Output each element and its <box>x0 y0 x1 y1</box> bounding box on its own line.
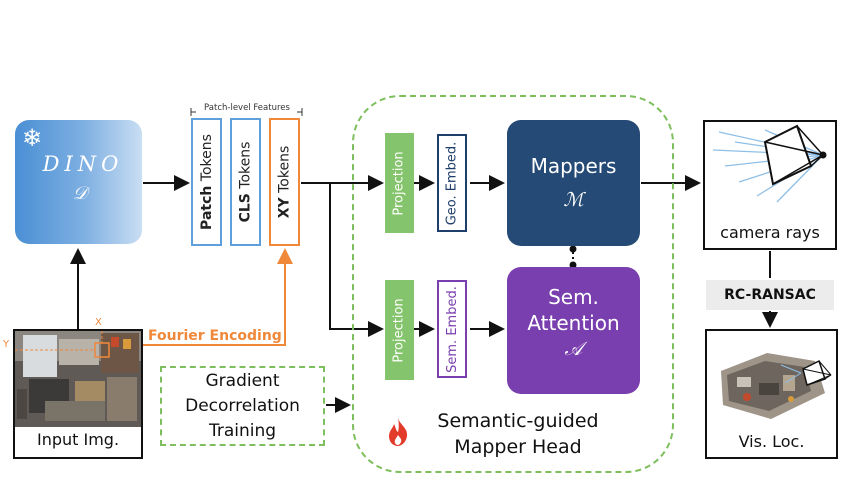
geo-embed-label: Geo. Embed. <box>444 141 460 225</box>
cls-tokens-rest: Tokens <box>237 141 254 194</box>
xy-tokens-bold: XY <box>276 197 293 219</box>
visual-localization-caption: Vis. Loc. <box>738 432 805 451</box>
dino-backbone-block <box>15 120 142 244</box>
patch-tokens-bold: Patch <box>198 185 215 230</box>
sem-embed-box: Sem. Embed. <box>437 280 467 378</box>
input-image <box>15 331 141 427</box>
dino-title: DINO <box>42 152 124 176</box>
mappers-label: Mappers <box>530 154 617 178</box>
fire-icon <box>386 417 410 451</box>
patch-level-features-label: Patch-level Features <box>204 103 290 113</box>
attention-symbol: 𝒜 <box>564 338 583 360</box>
camera-rays-caption: camera rays <box>720 223 820 242</box>
gdt-line1: Gradient <box>205 370 280 391</box>
patch-tokens-box: Patch Tokens <box>191 118 222 246</box>
gdt-line3: Training <box>208 420 277 441</box>
camera-rays-illustration <box>712 124 827 203</box>
projection-top: Projection <box>385 133 414 233</box>
visual-localization-illustration <box>721 353 832 419</box>
geo-embed-box: Geo. Embed. <box>437 134 467 232</box>
sem-embed-label: Sem. Embed. <box>444 285 460 373</box>
visual-localization-frame <box>705 329 838 459</box>
attention-label-line2: Attention <box>527 311 620 335</box>
axis-y-label: Y <box>3 339 10 350</box>
input-image-frame <box>13 329 143 459</box>
fourier-encoding-label: Fourier Encoding <box>148 328 282 344</box>
semantic-attention-block: Sem. Attention 𝒜 <box>507 267 640 394</box>
xy-tokens-rest: Tokens <box>276 145 293 198</box>
xy-tokens-box: XY Tokens <box>269 118 300 246</box>
projection-top-label: Projection <box>392 150 408 216</box>
mapper-head-region <box>352 95 674 473</box>
patch-tokens-rest: Tokens <box>198 134 215 186</box>
mappers-block: Mappers ℳ <box>507 120 640 246</box>
projection-bottom-label: Projection <box>392 297 408 363</box>
attention-label-line1: Sem. <box>548 285 599 309</box>
rc-ransac-label: RC-RANSAC <box>724 287 816 303</box>
rc-ransac-box: RC-RANSAC <box>706 280 834 310</box>
projection-bottom: Projection <box>385 280 414 380</box>
gradient-decorrelation-training-box: Gradient Decorrelation Training <box>160 366 325 446</box>
cls-tokens-bold: CLS <box>237 193 254 223</box>
mapper-head-title-line2: Mapper Head <box>454 436 582 458</box>
cls-tokens-box: CLS Tokens <box>230 118 261 246</box>
input-image-caption: Input Img. <box>36 430 120 449</box>
mapper-head-title: Semantic-guided Mapper Head <box>398 408 638 460</box>
gdt-line2: Decorrelation <box>185 395 300 416</box>
mappers-symbol: ℳ <box>563 189 584 211</box>
axis-x-label: X <box>95 317 102 328</box>
mapper-head-title-line1: Semantic-guided <box>437 410 599 432</box>
snowflake-icon: ❄ <box>22 124 43 152</box>
dino-symbol: 𝒟 <box>72 183 88 204</box>
camera-rays-frame <box>703 120 837 250</box>
